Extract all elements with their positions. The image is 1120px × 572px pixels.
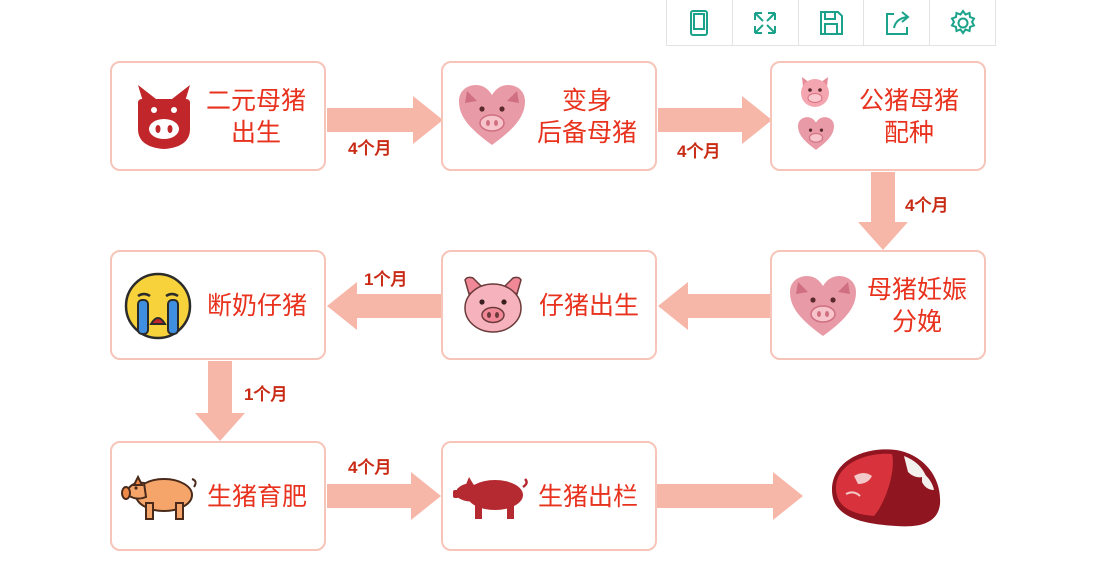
boar-face-icon	[801, 77, 829, 107]
arrow-right-1	[327, 96, 443, 144]
step-piglet-birth: 仔猪出生	[441, 250, 657, 360]
expand-icon	[754, 11, 777, 34]
step-label: 二元母猪 出生	[200, 85, 312, 149]
step-fattening: 生猪育肥	[110, 441, 326, 551]
duration-label-3: 4个月	[905, 196, 949, 215]
step-label-line2: 后备母猪	[536, 118, 637, 147]
heart-pig-icon	[459, 85, 525, 145]
pig-face-icon	[464, 276, 522, 333]
step-label-line1: 断奶仔猪	[206, 291, 307, 320]
step-gilt: 变身 后备母猪	[441, 61, 657, 171]
step-label-line1: 变身	[561, 86, 612, 115]
share-icon	[885, 10, 910, 35]
step-label: 变身 后备母猪	[527, 85, 647, 149]
step-sow-birth: 二元母猪 出生	[110, 61, 326, 171]
arrow-left-2	[327, 282, 443, 330]
arrow-right-2	[658, 96, 772, 144]
arrow-left-1	[658, 282, 772, 330]
meat-icon	[832, 449, 941, 527]
step-weaned-piglet: 断奶仔猪	[110, 250, 326, 360]
duration-label-1: 4个月	[348, 139, 392, 158]
settings-icon	[950, 8, 976, 35]
step-label-line1: 公猪母猪	[858, 86, 959, 115]
step-label-line2: 配种	[883, 118, 934, 147]
step-label: 生猪出栏	[531, 481, 645, 513]
step-label-line1: 仔猪出生	[538, 291, 639, 320]
expand-button[interactable]	[733, 0, 799, 45]
duration-label-2: 4个月	[677, 142, 721, 161]
settings-button[interactable]	[930, 0, 995, 45]
step-label-line1: 生猪育肥	[206, 482, 307, 511]
crying-face-icon	[124, 272, 192, 340]
step-label-line2: 分娩	[891, 307, 942, 336]
tablet-icon	[690, 9, 709, 36]
step-slaughter: 生猪出栏	[441, 441, 657, 551]
step-label: 公猪母猪 配种	[846, 85, 972, 149]
step-label: 仔猪出生	[529, 290, 649, 322]
tablet-button[interactable]	[667, 0, 733, 45]
duration-label-6: 4个月	[348, 458, 392, 477]
step-label-line1: 生猪出栏	[537, 482, 638, 511]
heart-pig-icon	[790, 276, 856, 336]
save-icon	[819, 10, 843, 35]
red-pig-face-icon	[138, 85, 190, 149]
arrow-down-1	[858, 172, 908, 250]
step-mating: 公猪母猪 配种	[770, 61, 986, 171]
step-gestation-farrowing: 母猪妊娠 分娩	[770, 250, 986, 360]
arrow-right-3	[327, 472, 441, 520]
step-label-line1: 二元母猪	[205, 86, 306, 115]
orange-pig-icon	[121, 474, 197, 520]
step-label-line1: 母猪妊娠	[866, 275, 967, 304]
duration-label-5: 1个月	[244, 385, 288, 404]
share-button[interactable]	[864, 0, 931, 45]
arrow-right-4	[657, 472, 803, 520]
toolbar	[666, 0, 996, 46]
duration-label-4: 1个月	[364, 270, 408, 289]
step-label: 生猪育肥	[200, 481, 314, 513]
step-label-line2: 出生	[230, 118, 281, 147]
pig-silhouette-icon	[453, 477, 528, 519]
save-button[interactable]	[799, 0, 865, 45]
sow-heart-icon	[798, 117, 834, 150]
step-label: 断奶仔猪	[200, 290, 314, 322]
arrow-down-2	[195, 361, 245, 441]
step-label: 母猪妊娠 分娩	[860, 274, 974, 338]
